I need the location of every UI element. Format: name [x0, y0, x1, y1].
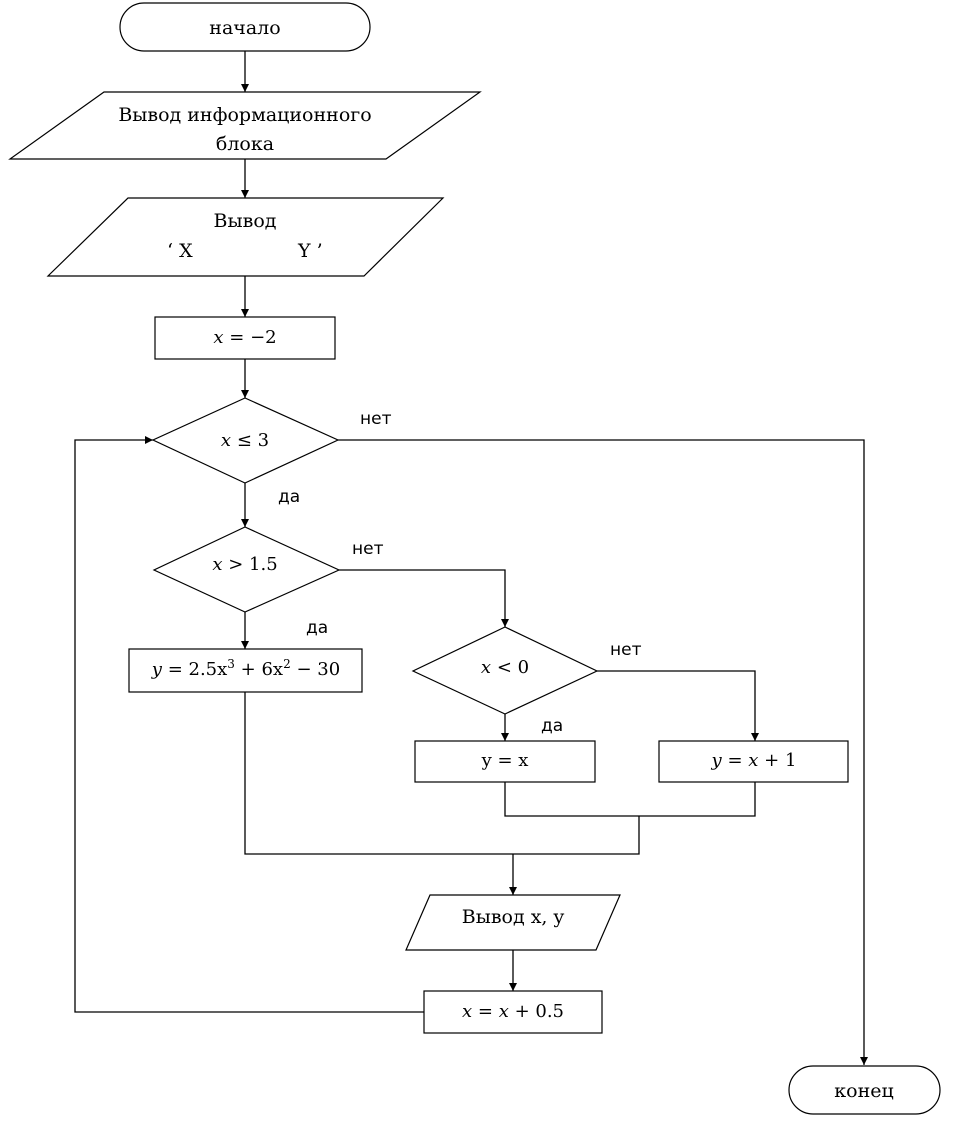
loop-decision: x ≤ 3: [151, 397, 340, 484]
assign-y-x-text: y = x: [481, 750, 529, 771]
assign-y-x1-text: y = x + 1: [711, 750, 797, 771]
lt-decision: x < 0: [411, 626, 599, 715]
init-var: x: [213, 327, 223, 348]
label-loop-yes: да: [278, 487, 300, 507]
loop-condition: x ≤ 3: [221, 430, 269, 451]
formula-process: y = 2.5x3 + 6x2 − 30: [128, 648, 363, 693]
loop-op: ≤ 3: [237, 430, 269, 451]
formula-var: y: [151, 659, 163, 680]
header-output-block: Вывод ‘ X Y ’: [46, 197, 445, 277]
line-gt-no-to-lt: [339, 569, 509, 627]
formula-part1: = 2.5x: [168, 659, 228, 680]
output-xy-text: Вывод x, y: [462, 906, 565, 928]
formula-exp2: 2: [283, 657, 291, 671]
start-terminal: начало: [119, 2, 371, 52]
increment-eq: =: [478, 1001, 493, 1022]
gt-condition: x > 1.5: [212, 554, 277, 575]
label-loop-no: нет: [360, 409, 392, 429]
gt-var: x: [212, 554, 222, 575]
label-gt-yes: да: [306, 618, 328, 638]
start-label: начало: [209, 17, 280, 39]
formula-part3: − 30: [296, 659, 340, 680]
info-output-block: Вывод информационного блока: [8, 91, 482, 160]
lt-condition: x < 0: [481, 657, 529, 678]
init-op: = −2: [229, 327, 276, 348]
assign-yx1-rest: + 1: [764, 750, 796, 771]
header-col-y: Y ’: [297, 240, 323, 262]
output-xy-block: Вывод x, y: [405, 894, 621, 951]
info-line2: блока: [216, 133, 274, 155]
gt-op: > 1.5: [228, 554, 277, 575]
assign-yx1-eq: =: [727, 750, 742, 771]
line-merge-outer: [244, 692, 640, 855]
line-increment-back-to-loop: [74, 436, 424, 1013]
assign-y-x-process: y = x: [414, 740, 596, 783]
line-loop-no-to-end: [338, 439, 868, 1065]
info-line1: Вывод информационного: [118, 104, 371, 126]
assign-y-x1-process: y = x + 1: [658, 740, 849, 783]
increment-text: x = x + 0.5: [462, 1001, 564, 1022]
line-lt-no-to-yx1: [597, 670, 759, 741]
assign-yx1-y: y: [711, 750, 723, 771]
assign-yx1-x: x: [748, 750, 758, 771]
lt-var: x: [481, 657, 491, 678]
line-merge-inner: [504, 782, 756, 817]
init-process: x = −2: [154, 316, 336, 360]
header-line1: Вывод: [214, 210, 277, 232]
lt-op: < 0: [497, 657, 529, 678]
label-lt-yes: да: [541, 716, 563, 736]
label-gt-no: нет: [352, 539, 384, 559]
formula-text: y = 2.5x3 + 6x2 − 30: [151, 657, 340, 680]
loop-var: x: [221, 430, 231, 451]
formula-part2: + 6x: [241, 659, 283, 680]
formula-exp1: 3: [227, 657, 235, 671]
increment-var1: x: [462, 1001, 472, 1022]
gt-decision: x > 1.5: [152, 526, 341, 613]
label-lt-no: нет: [610, 640, 642, 660]
init-formula: x = −2: [213, 327, 276, 348]
end-terminal: конец: [788, 1065, 941, 1115]
header-col-x: ‘ X: [167, 240, 193, 262]
connectors: [74, 51, 868, 1065]
increment-process: x = x + 0.5: [423, 990, 603, 1034]
increment-var2: x: [499, 1001, 509, 1022]
increment-rest: + 0.5: [515, 1001, 564, 1022]
end-label: конец: [834, 1080, 893, 1102]
